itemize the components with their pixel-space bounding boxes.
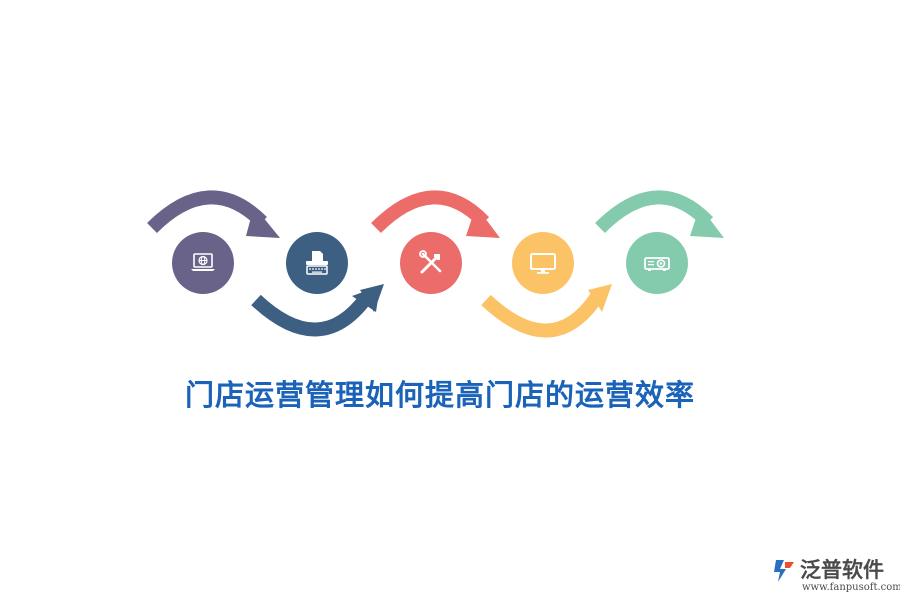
typewriter-icon (306, 251, 328, 275)
arrow-1 (147, 190, 280, 238)
arrow-5 (595, 190, 724, 238)
page-title: 门店运营管理如何提高门店的运营效率 (184, 378, 695, 412)
step-1-circle (172, 232, 234, 294)
step-3-circle (400, 232, 462, 294)
arrow-4 (481, 284, 612, 338)
projector-icon (644, 257, 670, 271)
step-2-circle (286, 232, 348, 294)
step-5-circle (626, 232, 688, 294)
brand-logo: 泛普软件 www.fanpusoft.com (770, 554, 900, 596)
tools-icon (419, 250, 442, 274)
laptop-globe-icon (191, 253, 215, 271)
step-4-circle (512, 232, 574, 294)
arrow-3 (371, 190, 500, 238)
monitor-icon (530, 253, 556, 274)
fanpu-logo-icon (774, 560, 794, 582)
arrow-2 (251, 284, 384, 337)
brand-name: 泛普软件 (800, 558, 884, 582)
brand-url: www.fanpusoft.com (802, 582, 900, 593)
